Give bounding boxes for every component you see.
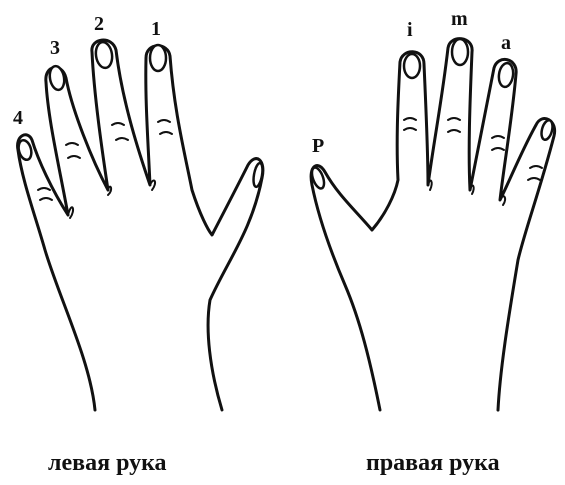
left-finger-label-2: 2 [94,13,104,35]
left-finger-label-3: 3 [50,37,60,59]
left-hand-caption: левая рука [48,450,167,477]
left-finger-label-1: 1 [151,18,161,40]
right-finger-label-p: P [312,135,324,157]
right-hand-drawing [310,39,555,410]
right-hand-caption: правая рука [366,450,500,477]
left-finger-label-4: 4 [13,107,23,129]
right-finger-label-i: i [407,19,413,41]
right-finger-label-m: m [451,8,468,30]
left-hand-drawing [17,40,264,410]
right-finger-label-a: a [501,32,511,54]
